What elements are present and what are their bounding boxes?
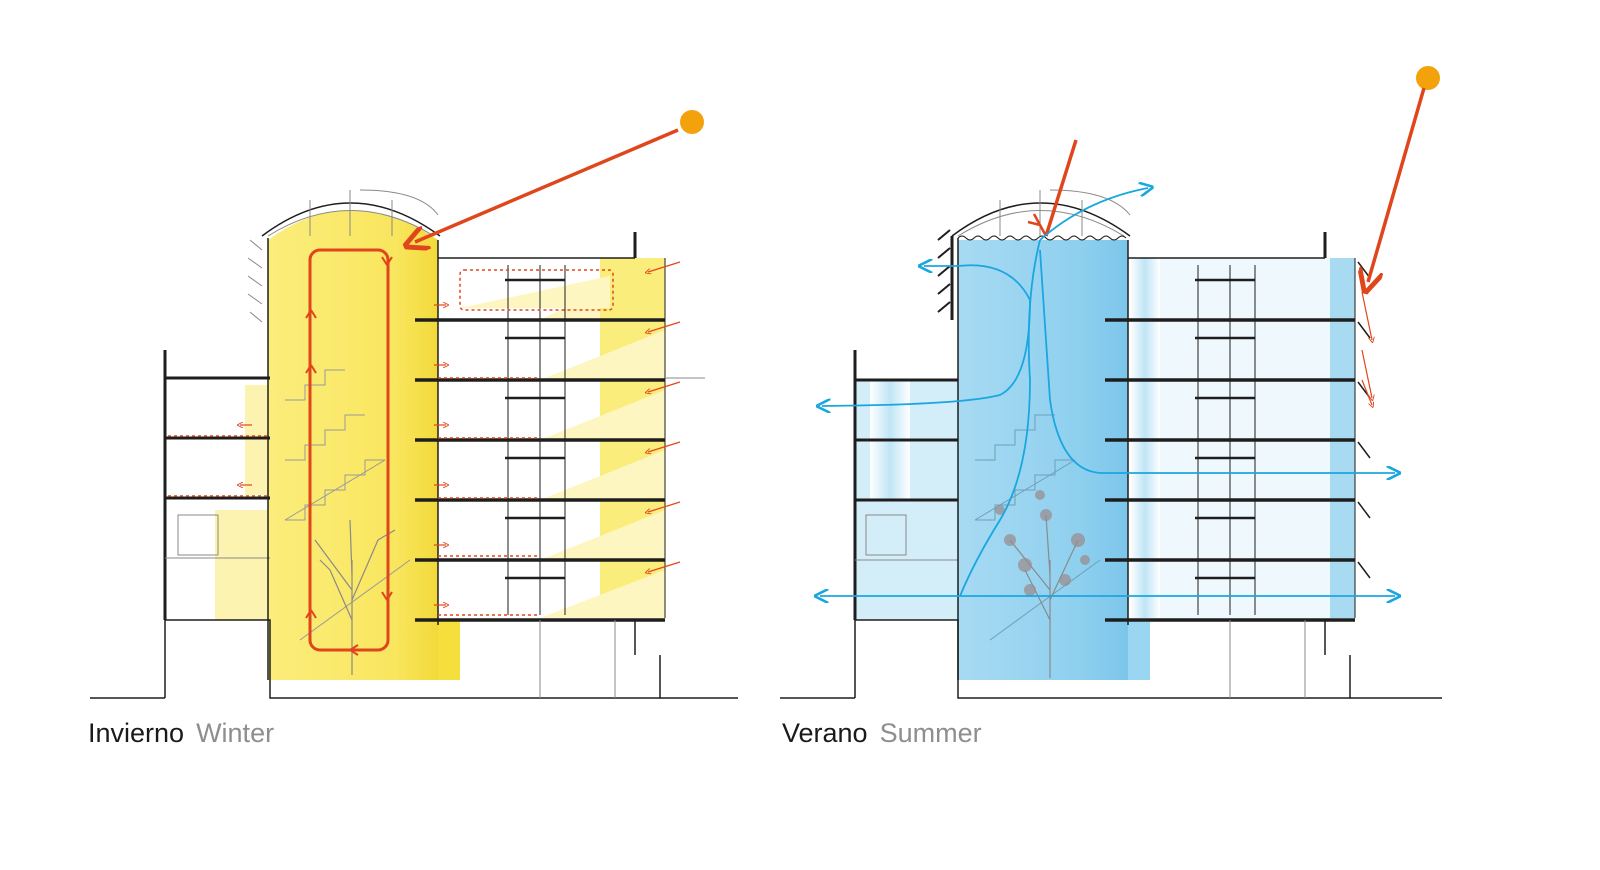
winter-label: Invierno xyxy=(88,718,185,748)
summer-caption: Verano Summer xyxy=(782,718,982,749)
summer-fin-ray-arrows xyxy=(1361,291,1372,405)
summer-section-diagram xyxy=(780,66,1442,699)
summer-airflow-lines xyxy=(820,188,1395,596)
summer-shade-fill xyxy=(855,240,1355,680)
winter-heat-loop xyxy=(305,248,393,656)
winter-small-heat-arrows xyxy=(240,261,681,605)
winter-label-en: Winter xyxy=(196,718,275,748)
winter-building-structure xyxy=(90,189,738,699)
summer-roof-ray xyxy=(1044,139,1078,237)
summer-label: Verano xyxy=(782,718,868,748)
winter-sun-ray xyxy=(415,128,679,242)
winter-sunlight-fill xyxy=(215,210,665,680)
winter-section-diagram xyxy=(90,110,738,699)
winter-caption: Invierno Winter xyxy=(88,718,274,749)
winter-floor-heat-lines xyxy=(168,269,614,616)
summer-building-structure xyxy=(780,189,1442,699)
summer-sun-icon xyxy=(1416,66,1440,90)
summer-roof-ray-reflect xyxy=(1027,213,1048,237)
summer-sun-ray xyxy=(1368,87,1426,282)
winter-sun-icon xyxy=(680,110,704,134)
summer-label-en: Summer xyxy=(879,718,982,748)
